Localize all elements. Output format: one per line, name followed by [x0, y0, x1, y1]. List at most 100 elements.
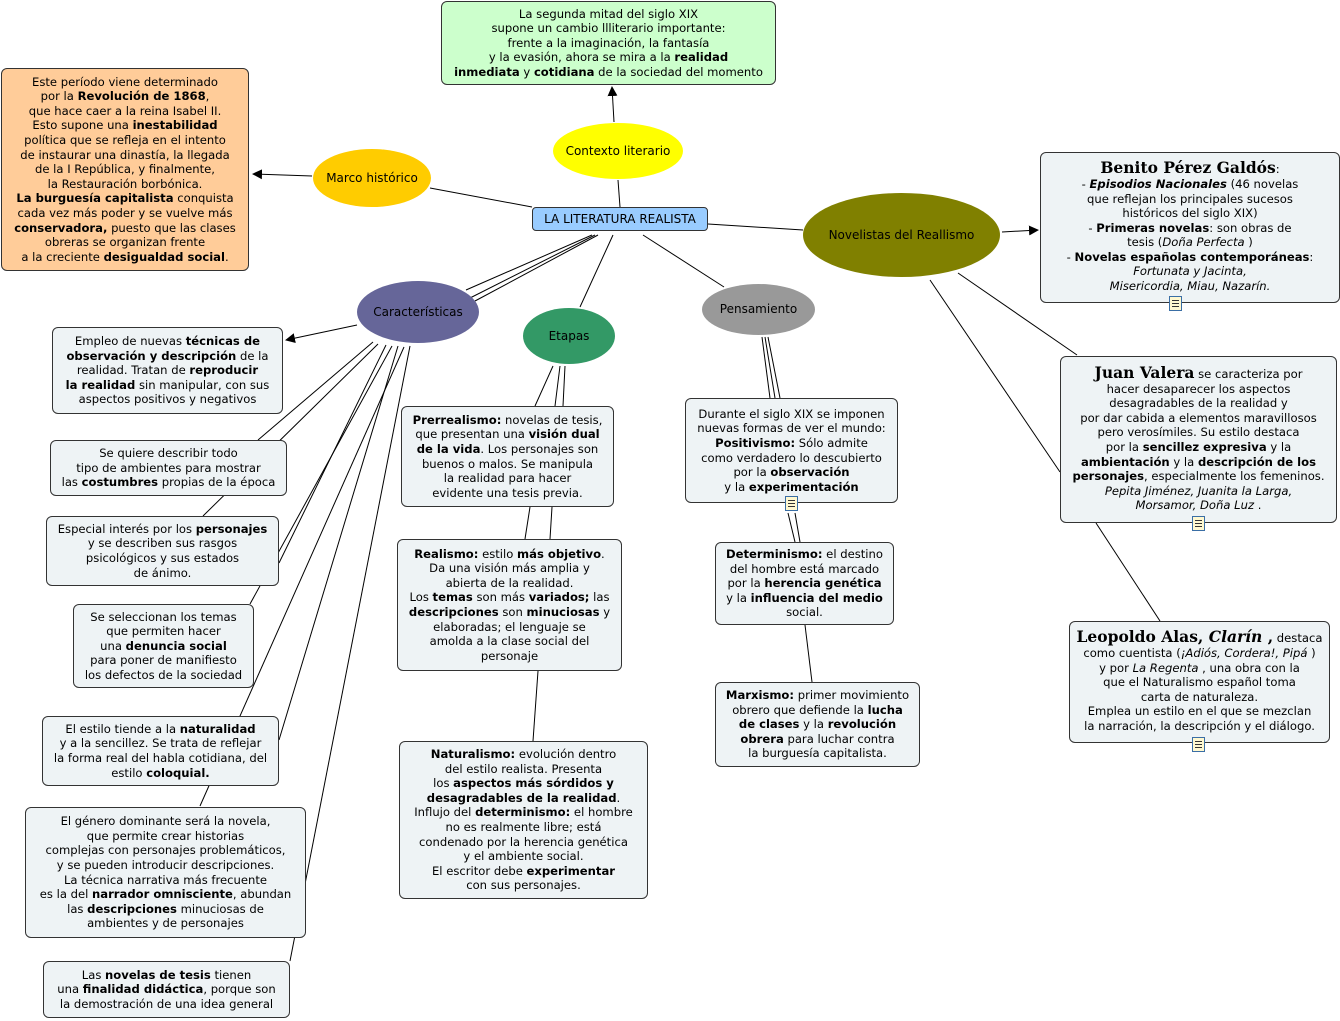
text-segment: y la: [726, 590, 747, 605]
text-segment: puesto que las clases obreras se organiz…: [21, 220, 236, 264]
text-segment: Revolución de 1868: [77, 89, 206, 104]
note-text: Marxismo: primer movimiento obrero que d…: [726, 688, 909, 761]
text-segment: las: [593, 590, 610, 605]
text-segment: realidad: [674, 50, 729, 65]
text-segment: social.: [786, 605, 823, 620]
text-segment: Clarín: [1208, 627, 1263, 647]
note-text: La segunda mitad del siglo XIX supone un…: [454, 7, 763, 80]
document-icon[interactable]: [1192, 516, 1205, 531]
text-segment: sencillez expresiva: [1142, 440, 1267, 454]
text-segment: más objetivo: [517, 546, 602, 561]
text-segment: de la realidad. Tratan de: [76, 348, 269, 378]
text-segment: naturalidad: [179, 721, 256, 736]
text-segment: , que hace caer a la reina Isabel II. Es…: [28, 89, 222, 133]
document-icon[interactable]: [785, 496, 798, 511]
text-segment: Determinismo:: [726, 547, 823, 562]
root-concept[interactable]: LA LITERATURA REALISTA: [532, 207, 708, 231]
text-segment: novelas de tesis, que presentan una: [415, 412, 603, 442]
text-segment: ) -: [1066, 235, 1253, 264]
note-text: Naturalismo: evolución dentro del estilo…: [414, 747, 632, 893]
text-segment: : -: [1081, 162, 1280, 191]
text-segment: coloquial.: [146, 765, 210, 780]
note-text: Se seleccionan los temas que permiten ha…: [85, 610, 242, 683]
text-segment: herencia genética: [764, 576, 882, 591]
text-segment: Durante el siglo XIX se imponen nuevas f…: [697, 406, 886, 436]
note-text: Durante el siglo XIX se imponen nuevas f…: [697, 407, 885, 495]
text-segment: cotidiana: [533, 64, 595, 79]
text-segment: con sus personajes.: [466, 878, 581, 893]
note-contexto: La segunda mitad del siglo XIX supone un…: [441, 1, 776, 85]
document-icon[interactable]: [1192, 737, 1205, 752]
text-segment: ambientación: [1080, 454, 1170, 469]
concept-caracteristicas[interactable]: Características: [357, 281, 479, 343]
text-segment: descripciones: [87, 901, 177, 916]
text-segment: son más: [472, 590, 529, 605]
text-segment: Especial interés por los: [57, 521, 196, 536]
text-segment: . Los personajes son buenos o malos. Se …: [421, 441, 599, 500]
note-caracteristica-5: El estilo tiende a la naturalidad y a la…: [42, 716, 279, 786]
text-segment: política que se refleja en el intento de…: [20, 133, 230, 191]
text-segment: descripciones: [408, 605, 499, 619]
note-text: Especial interés por los personajes y se…: [58, 522, 268, 580]
text-segment: Novelas españolas contemporáneas: [1074, 249, 1310, 264]
text-segment: Marxismo:: [725, 688, 795, 703]
text-segment: La burguesía capitalista: [16, 191, 174, 206]
text-segment: , especialmente los femeninos.: [1144, 469, 1325, 484]
note-caracteristica-3: Especial interés por los personajes y se…: [46, 516, 279, 586]
text-segment: para luchar contra la burguesía capitali…: [748, 731, 895, 761]
text-segment: , porque son la demostración de una idea…: [59, 982, 276, 1011]
text-segment: (46 novelas que reflejan los principales…: [1087, 176, 1299, 235]
text-segment: variados;: [528, 590, 590, 605]
text-segment: . Da una visión más amplia y abierta de …: [409, 546, 605, 605]
concept-contexto-literario[interactable]: Contexto literario: [553, 123, 683, 179]
note-text: Determinismo: el destino del hombre está…: [726, 547, 883, 620]
note-text: Benito Pérez Galdós: - Episodios Naciona…: [1066, 160, 1314, 293]
text-segment: Leopoldo Alas,: [1076, 627, 1209, 647]
note-text: Este período viene determinado por la Re…: [14, 75, 236, 265]
text-segment: La Regenta: [1132, 660, 1199, 675]
concept-pensamiento[interactable]: Pensamiento: [702, 284, 815, 335]
text-segment: El género dominante será la novela, que …: [39, 814, 286, 902]
document-icon[interactable]: [1169, 296, 1182, 311]
text-segment: Realismo:: [414, 546, 479, 561]
text-segment: Doña Perfecta: [1162, 235, 1245, 250]
text-segment: y la: [799, 717, 828, 732]
text-segment: sin manipular, con sus aspectos positivo…: [78, 377, 270, 407]
text-segment: Positivismo:: [715, 435, 796, 450]
text-segment: minuciosas: [526, 605, 600, 619]
text-segment: son: [498, 605, 527, 619]
text-segment: descripción de los personajes: [1072, 454, 1317, 484]
note-text: El estilo tiende a la naturalidad y a la…: [54, 722, 267, 780]
text-segment: Este período viene determinado por la: [32, 74, 218, 104]
note-clarin: Leopoldo Alas, Clarín , destaca como cue…: [1069, 621, 1330, 743]
text-segment: y: [519, 64, 534, 79]
concept-etapas[interactable]: Etapas: [523, 308, 615, 364]
text-segment: evolución dentro del estilo realista. Pr…: [433, 747, 617, 791]
note-text: Prerrealismo: novelas de tesis, que pres…: [413, 413, 603, 501]
text-segment: aspectos más sórdidos y desagradables de…: [426, 776, 617, 805]
text-segment: Sólo admite como verdadero lo descubiert…: [701, 435, 882, 480]
text-segment: propias de la época: [158, 475, 276, 490]
text-segment: reproducir la realidad: [65, 363, 259, 392]
text-segment: Juan Valera: [1094, 363, 1195, 383]
concept-novelistas[interactable]: Novelistas del Reallismo: [803, 193, 1000, 277]
concept-marco-historico[interactable]: Marco histórico: [313, 149, 431, 207]
text-segment: ,: [1262, 627, 1274, 647]
text-segment: Se seleccionan los temas que permiten ha…: [90, 609, 237, 653]
text-segment: Empleo de nuevas: [74, 334, 186, 349]
text-segment: el hombre no es realmente libre; está co…: [419, 805, 633, 878]
text-segment: , abundan las: [67, 887, 292, 916]
text-segment: el destino del hombre está marcado por l…: [727, 547, 883, 591]
note-caracteristica-1: Empleo de nuevas técnicas de observación…: [52, 327, 283, 414]
text-segment: denuncia social: [125, 638, 227, 653]
text-segment: temas: [432, 590, 473, 605]
text-segment: Naturalismo:: [430, 747, 516, 762]
text-segment: conquista cada vez más poder y se vuelve…: [17, 191, 234, 220]
text-segment: , una obra con la que el Naturalismo esp…: [1084, 660, 1315, 733]
note-text: Leopoldo Alas, Clarín , destaca como cue…: [1076, 627, 1323, 733]
text-segment: conservadora,: [14, 220, 108, 235]
text-segment: minuciosas de ambientes y de personajes: [87, 901, 264, 931]
text-segment: estilo: [478, 546, 518, 561]
text-segment: El estilo tiende a la: [65, 721, 180, 736]
